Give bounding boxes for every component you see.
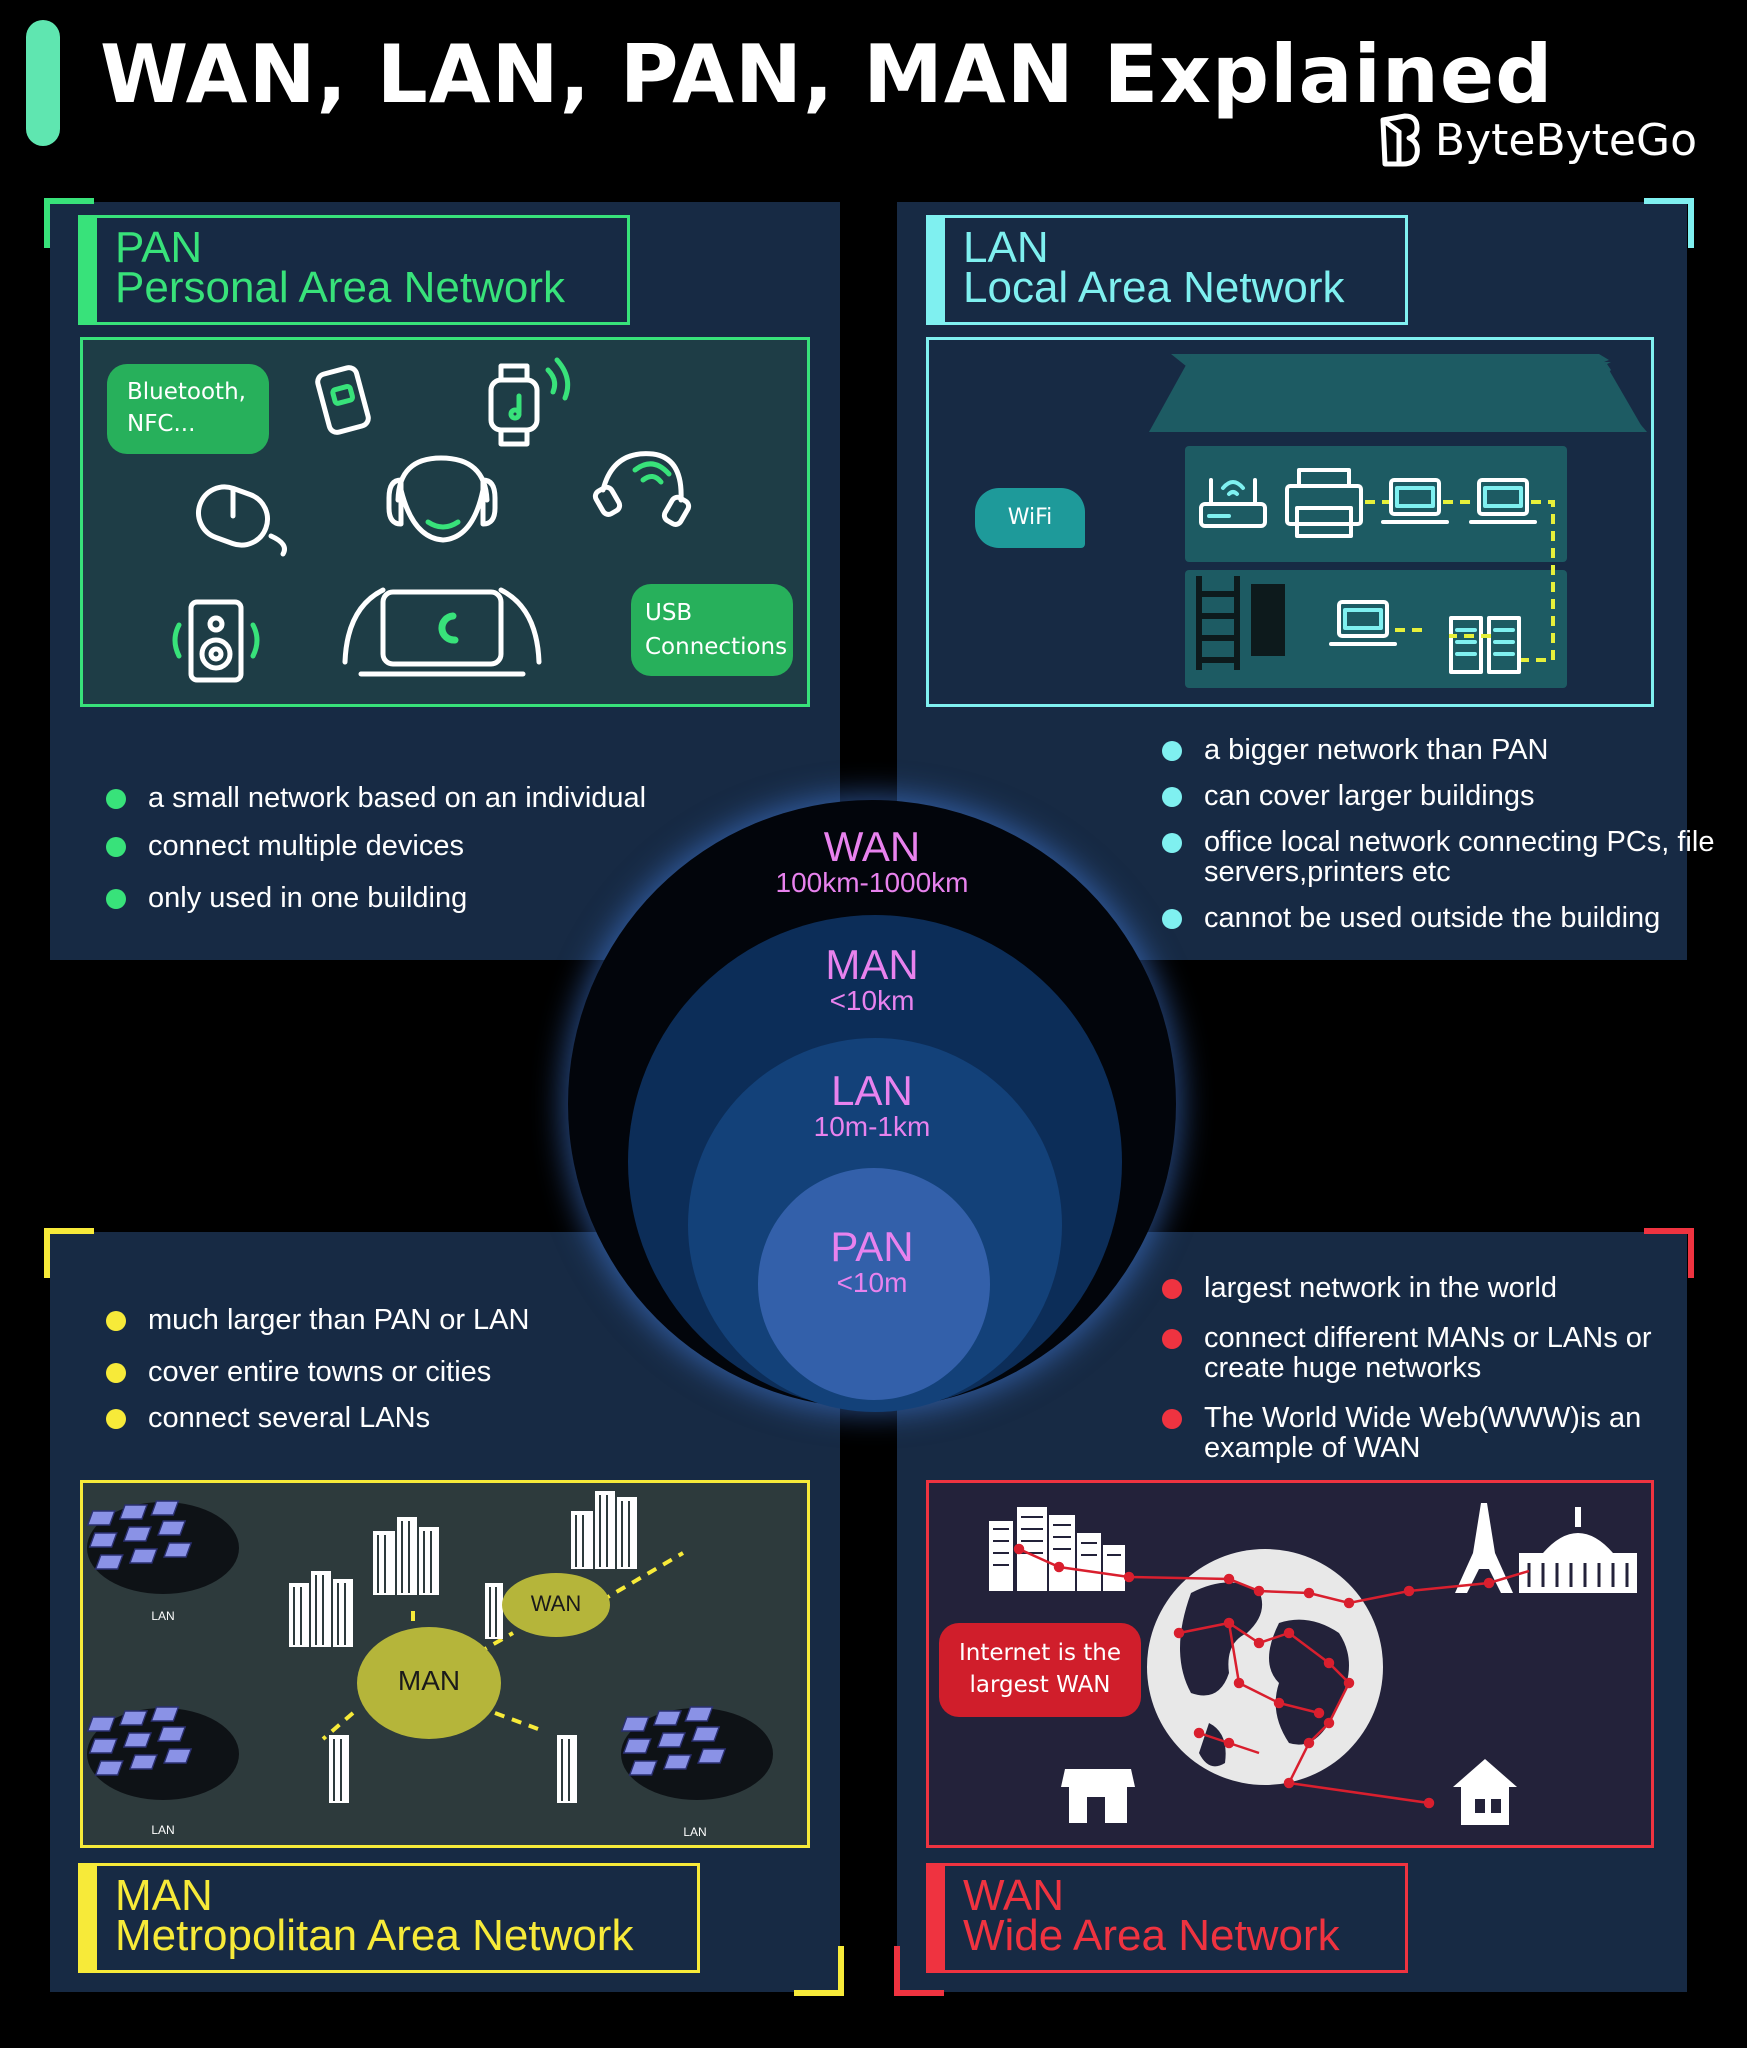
wan-corner-accent-top [1644,1228,1694,1278]
pan-acronym: PAN [115,223,203,272]
pan-bullet: connect multiple devices [104,831,646,861]
lan-bullet: cannot be used outside the building [1160,903,1724,933]
house-icon [1453,1759,1517,1825]
router-icon [1199,478,1267,528]
lan-connection-lines [1365,500,1555,662]
laptop-icon [1469,478,1537,524]
lan-cluster-label: LAN [683,1825,707,1839]
server-icon [1449,616,1521,674]
shop-icon [1061,1769,1135,1823]
lan-bullet: can cover larger buildings [1160,781,1724,811]
door-icon [1251,584,1285,656]
pan-bullet: a small network based on an individual [104,783,646,813]
lan-acronym: LAN [963,223,1049,272]
wan-bullet: The World Wide Web(WWW)is an example of … [1160,1403,1704,1463]
pan-illustration: Bluetooth, NFC... USB Connections [80,337,810,707]
pan-devices-drawing [172,357,692,683]
man-corner-accent-top [44,1228,94,1278]
wan-circle-label: WAN 100km-1000km [568,826,1176,898]
lan-cluster-icon [86,1500,239,1594]
bluetooth-nfc-tag: Bluetooth, NFC... [107,364,269,454]
smartwatch-icon [488,357,571,447]
wan-route-lines [1013,1543,1530,1809]
building-window-lines [293,1495,630,1801]
laptop-icon [1381,478,1449,524]
man-bullet: cover entire towns or cities [104,1357,529,1387]
lan-building-drawing [1149,354,1647,688]
man-network-drawing [86,1491,773,1803]
man-bullet: connect several LANs [104,1403,529,1433]
pan-circle-title: PAN [830,1223,914,1270]
lan-cluster-label: LAN [151,1609,175,1623]
lan-cluster-icon [86,1706,239,1800]
lan-circle-title: LAN [831,1067,913,1114]
speaker-icon [172,599,260,683]
lan-corner-accent [1644,198,1694,248]
man-heading: MAN Metropolitan Area Network [78,1863,700,1973]
usb-connections-tag: USB Connections [631,584,793,676]
wan-illustration: Internet is the largest WAN [926,1480,1654,1848]
wan-node [502,1573,610,1637]
lan-circle-range: 10m-1km [813,1111,931,1142]
brand-logo: ByteByteGo [1377,110,1697,170]
header-accent-bar [26,20,60,146]
laptop-icon [1329,600,1397,646]
man-acronym: MAN [115,1871,213,1920]
bytebytego-logo-icon [1380,113,1420,167]
pan-full-name: Personal Area Network [115,263,565,312]
lan-circle-label: LAN 10m-1km [568,1070,1176,1142]
wan-bullet: largest network in the world [1160,1273,1724,1303]
person-with-laptop-icon [342,455,542,677]
man-circle-range: <10km [829,985,915,1016]
pan-circle-label: PAN <10m [568,1226,1176,1298]
wan-acronym: WAN [963,1871,1065,1920]
man-bullet-list: much larger than PAN or LAN cover entire… [104,1305,529,1433]
man-circle-label: MAN <10km [568,944,1176,1016]
pan-corner-accent [44,198,94,248]
ladder-icon [1196,576,1240,670]
eiffel-tower-icon [1455,1503,1513,1593]
page-title: WAN, LAN, PAN, MAN Explained [100,28,1554,121]
lan-cluster-label: LAN [151,1823,175,1837]
man-circle-title: MAN [825,941,919,988]
pan-circle [758,1168,990,1400]
pan-circle-range: <10m [836,1267,908,1298]
lan-cluster-icon [620,1706,773,1800]
headphones-icon [592,451,692,527]
lan-full-name: Local Area Network [963,263,1345,312]
brand-name: ByteByteGo [1434,114,1697,166]
lan-illustration: WiFi [926,337,1654,707]
wan-bullet-list: largest network in the world connect dif… [1160,1273,1724,1463]
capitol-icon [1519,1507,1637,1593]
wan-world-drawing [989,1503,1637,1825]
man-full-name: Metropolitan Area Network [115,1911,634,1960]
lan-bullet: office local network connecting PCs, fil… [1160,827,1724,887]
lan-bullet: a bigger network than PAN [1160,735,1724,765]
man-hub-node [357,1627,501,1739]
wan-corner-accent-bottom [894,1946,944,1996]
printer-icon [1285,468,1363,538]
man-illustration: MAN WAN LAN LAN LAN [80,1480,810,1848]
internet-largest-wan-tag: Internet is the largest WAN [939,1623,1141,1717]
man-bullet: much larger than PAN or LAN [104,1305,529,1335]
lan-heading: LAN Local Area Network [926,215,1408,325]
man-connection-lines [321,1551,685,1741]
phone-icon [315,365,371,435]
wifi-tag: WiFi [975,488,1085,548]
pan-bullet-list: a small network based on an individual c… [104,783,646,913]
pan-bullet: only used in one building [104,883,646,913]
wan-node-label: WAN [530,1591,582,1616]
wan-circle-range: 100km-1000km [775,867,969,898]
wan-bullet: connect different MANs or LANs or create… [1160,1323,1724,1383]
wan-circle-title: WAN [823,823,921,870]
mouse-icon [196,484,287,557]
man-hub-label: MAN [397,1665,461,1696]
lan-bullet-list: a bigger network than PAN can cover larg… [1160,735,1724,933]
wan-heading: WAN Wide Area Network [926,1863,1408,1973]
wan-full-name: Wide Area Network [963,1911,1340,1960]
pan-heading: PAN Personal Area Network [78,215,630,325]
man-corner-accent-bottom [794,1946,844,1996]
